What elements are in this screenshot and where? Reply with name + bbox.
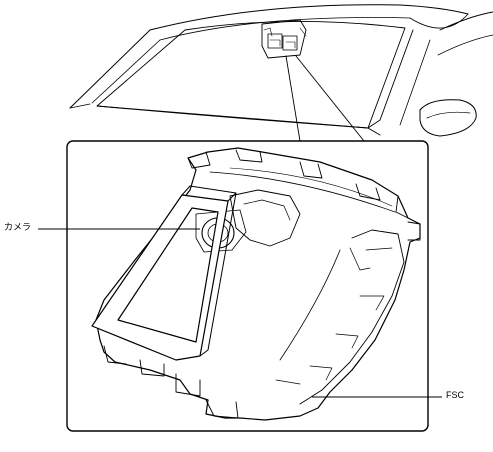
windshield-overview [69,4,493,142]
camera-module-small [261,19,307,59]
detail-illustration [91,147,421,421]
camera-cover-frame [91,194,229,361]
camera-label: カメラ [4,222,32,232]
fsc-label: FSC [446,390,464,400]
